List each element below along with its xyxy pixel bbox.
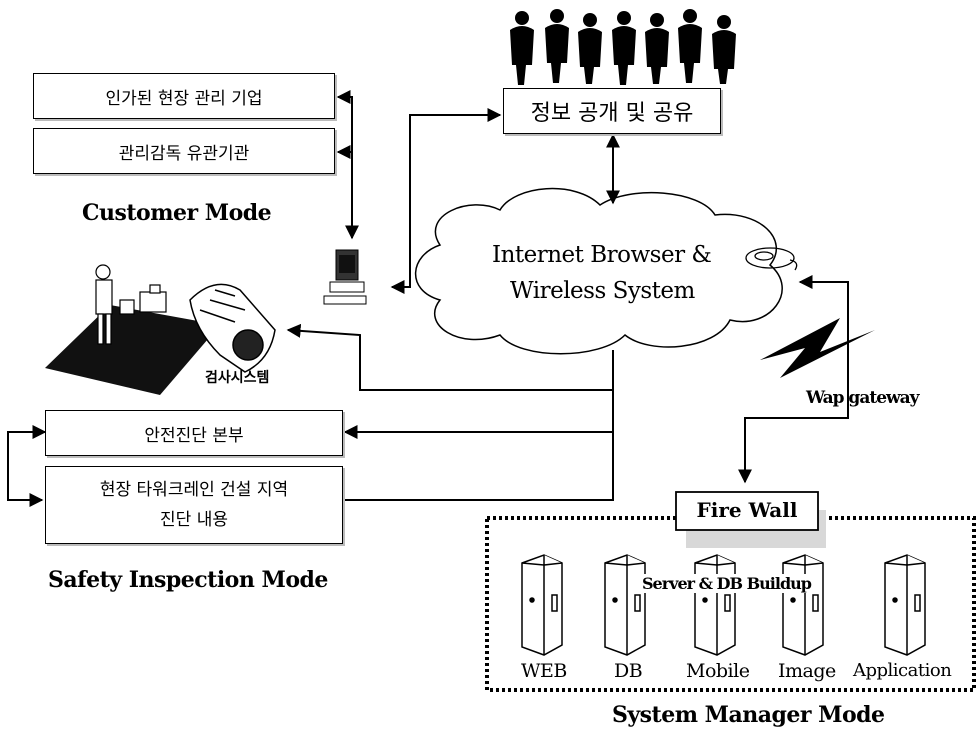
server-icon [694, 554, 736, 656]
disk-icon [745, 247, 798, 271]
cloud-label-line2: Wireless System [510, 278, 695, 304]
safety-box-label: 안전진단 본부 [144, 425, 244, 446]
safety-box-label-line2: 진단 내용 [160, 510, 228, 530]
server-icon [604, 554, 646, 656]
server-icon [884, 554, 926, 656]
system-manager-mode-title: System Manager Mode [612, 702, 885, 728]
server-icons [521, 554, 926, 656]
server-label-mobile: Mobile [686, 660, 750, 682]
firewall-label: Fire Wall [696, 498, 798, 522]
customer-box-licensed-company: 인가된 현장 관리 기업 [33, 73, 335, 119]
wap-gateway-label: Wap gateway [806, 388, 920, 408]
safety-mode-title: Safety Inspection Mode [48, 567, 328, 593]
server-icon [521, 554, 563, 656]
server-label-web: WEB [521, 660, 567, 682]
safety-box-label-line1: 현장 타워크레인 건설 지역 [99, 480, 289, 500]
computer-icon [323, 249, 367, 305]
system-manager-region [485, 516, 976, 692]
info-sharing-label: 정보 공개 및 공유 [530, 101, 694, 126]
server-label-image: Image [778, 660, 836, 682]
info-sharing-box: 정보 공개 및 공유 [503, 88, 721, 134]
cloud-label-line1: Internet Browser & [492, 242, 712, 268]
safety-box-hq: 안전진단 본부 [45, 410, 343, 456]
server-label-db: DB [614, 660, 643, 682]
customer-box-label: 관리감독 유관기관 [118, 143, 250, 164]
server-buildup-label: Server & DB Buildup [642, 574, 812, 593]
customer-box-supervisory-agency: 관리감독 유관기관 [33, 128, 335, 174]
server-icon [782, 554, 824, 656]
server-label-application: Application [853, 660, 952, 681]
inspection-system-label: 검사시스템 [205, 370, 270, 386]
safety-box-site-diagnosis: 현장 타워크레인 건설 지역 진단 내용 [45, 466, 343, 544]
people-group-icon [510, 9, 736, 85]
internet-cloud [414, 187, 783, 355]
lightning-icon [760, 318, 875, 378]
inspection-illustration-icon [45, 264, 276, 395]
firewall-box [675, 491, 819, 531]
customer-mode-title: Customer Mode [82, 200, 272, 226]
customer-box-label: 인가된 현장 관리 기업 [105, 88, 263, 109]
